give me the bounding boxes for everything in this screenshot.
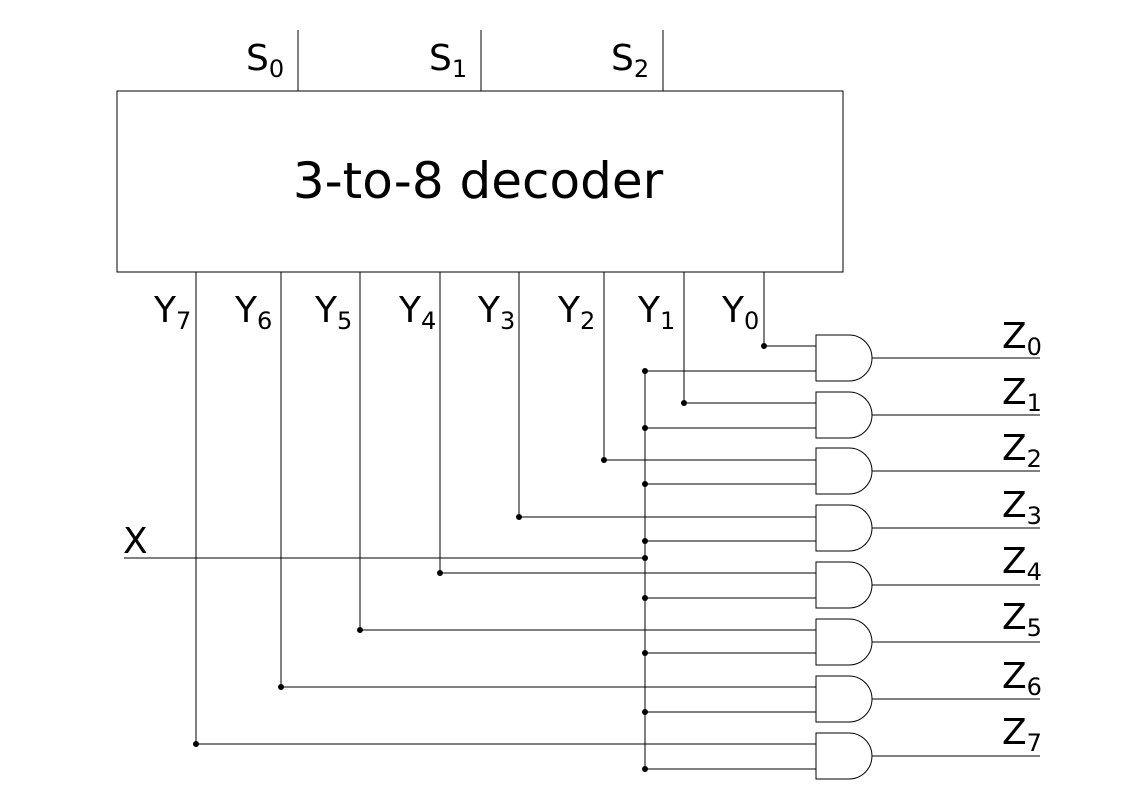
bus-junction-z4 [642, 595, 648, 601]
junction-y0 [761, 343, 767, 349]
output-label-z2: Z2 [1002, 428, 1042, 473]
input-label-x: X [123, 521, 148, 562]
junction-y6 [278, 684, 284, 690]
select-label-s0: S0 [246, 38, 284, 83]
output-label-z0: Z0 [1002, 316, 1042, 361]
output-label-z4: Z4 [1002, 541, 1042, 586]
decoder-title: 3-to-8 decoder [293, 152, 664, 210]
and-gate-z2 [815, 447, 873, 495]
output-label-y5: Y5 [314, 290, 352, 335]
output-label-y3: Y3 [477, 290, 515, 335]
and-gate-z4 [815, 561, 873, 609]
junction-y4 [437, 570, 443, 576]
output-label-y2: Y2 [557, 290, 595, 335]
output-label-z1: Z1 [1002, 372, 1042, 417]
junction-y5 [357, 627, 363, 633]
bus-junction-z3 [642, 538, 648, 544]
bus-junction-z0 [642, 368, 648, 374]
junction-y7 [193, 741, 199, 747]
and-gate-z1 [815, 391, 873, 439]
output-label-y7: Y7 [153, 290, 191, 335]
output-label-y4: Y4 [398, 290, 436, 335]
junction-y3 [516, 514, 522, 520]
bus-junction-z7 [642, 766, 648, 772]
junction-y1 [681, 400, 687, 406]
select-label-s1: S1 [429, 38, 467, 83]
select-label-s2: S2 [611, 38, 649, 83]
and-gate-z7 [815, 732, 873, 780]
output-label-z3: Z3 [1002, 485, 1042, 530]
output-label-y0: Y0 [721, 290, 759, 335]
decoder-block [116, 90, 844, 273]
junction-x [642, 555, 648, 561]
bus-junction-z2 [642, 481, 648, 487]
bus-junction-z5 [642, 650, 648, 656]
output-label-y1: Y1 [637, 290, 675, 335]
and-gate-z3 [815, 504, 873, 552]
and-gate-z6 [815, 675, 873, 723]
output-label-z7: Z7 [1002, 712, 1042, 757]
bus-junction-z6 [642, 709, 648, 715]
and-gate-z0 [815, 334, 873, 382]
bus-junction-z1 [642, 425, 648, 431]
output-label-z5: Z5 [1002, 597, 1042, 642]
output-label-z6: Z6 [1002, 656, 1042, 701]
output-label-y6: Y6 [234, 290, 272, 335]
and-gate-z5 [815, 618, 873, 666]
junction-y2 [601, 457, 607, 463]
